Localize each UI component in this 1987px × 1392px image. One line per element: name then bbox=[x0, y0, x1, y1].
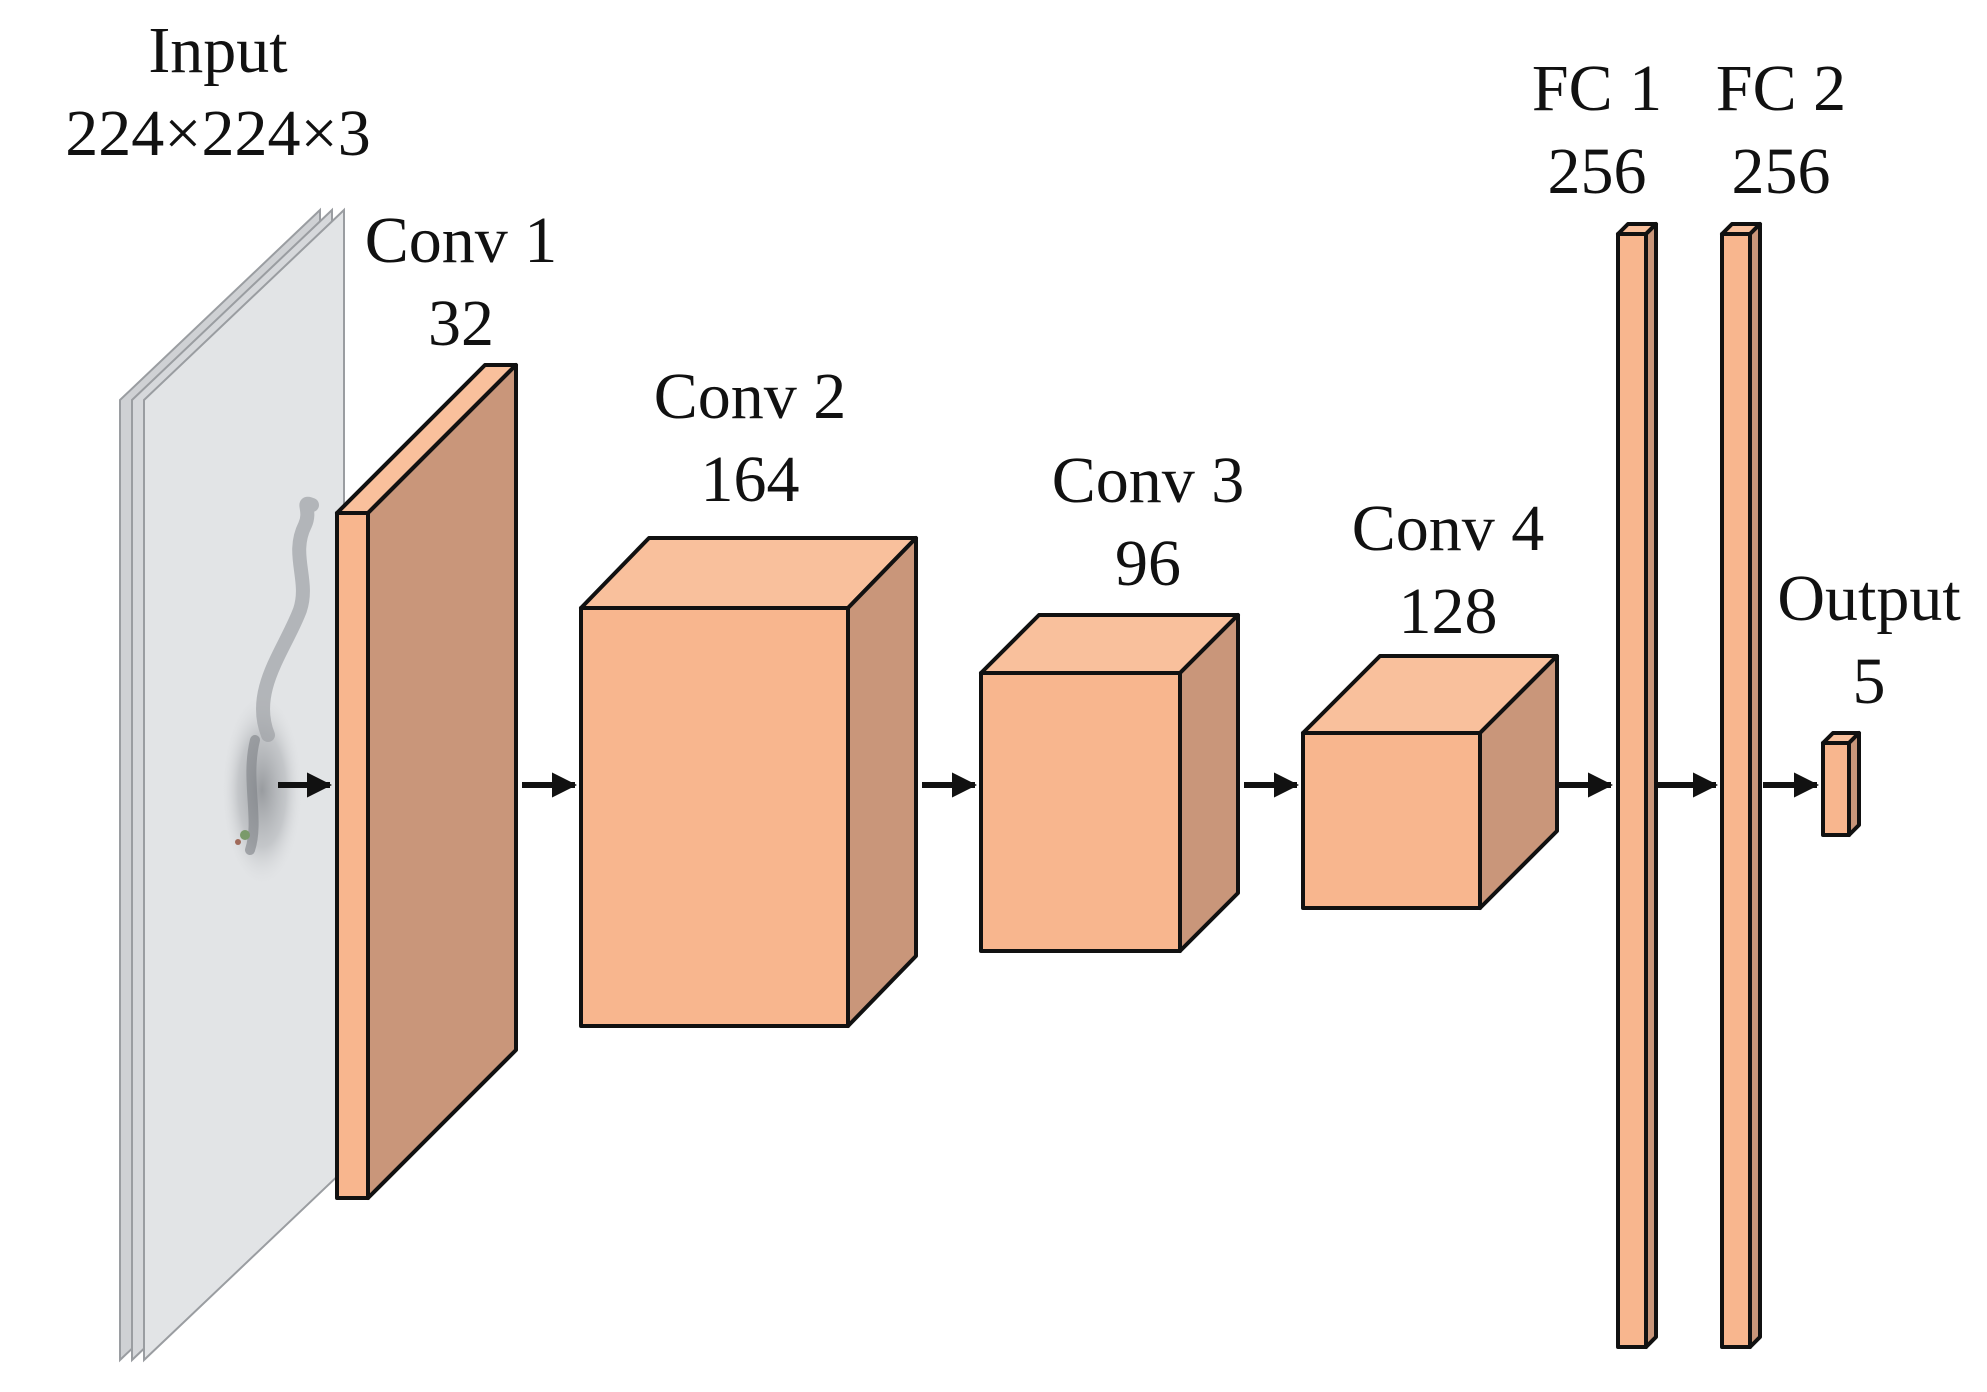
fc2-size-label: 256 bbox=[1732, 135, 1831, 208]
conv1-block bbox=[335, 363, 518, 1200]
conv3-size-label: 96 bbox=[1115, 527, 1181, 600]
fc2-block bbox=[1720, 222, 1762, 1349]
fc1-size-label: 256 bbox=[1548, 135, 1647, 208]
layer-blocks bbox=[335, 222, 1861, 1349]
conv4-size-label: 128 bbox=[1399, 575, 1498, 648]
conv2-side-face bbox=[846, 536, 918, 1028]
conv2-size-label: 164 bbox=[701, 443, 800, 516]
input-label: Input bbox=[148, 14, 287, 87]
fc2-label: FC 2 bbox=[1716, 52, 1846, 125]
layer-labels: Input 224×224×3 Conv 1 32 Conv 2 164 Con… bbox=[65, 14, 1960, 718]
output-size-label: 5 bbox=[1853, 645, 1886, 718]
input-image-content bbox=[222, 496, 319, 885]
fc2-front-face bbox=[1720, 232, 1752, 1349]
fc1-label: FC 1 bbox=[1532, 52, 1662, 125]
conv3-label: Conv 3 bbox=[1052, 444, 1245, 517]
output-front-face bbox=[1821, 741, 1851, 837]
conv4-front-face bbox=[1301, 731, 1482, 910]
conv3-block bbox=[979, 613, 1240, 953]
output-block bbox=[1821, 731, 1861, 837]
conv1-front-face bbox=[335, 511, 370, 1200]
input-dims-label: 224×224×3 bbox=[65, 97, 370, 170]
input-image-stack bbox=[119, 207, 345, 1363]
conv3-side-face bbox=[1178, 613, 1240, 953]
conv4-block bbox=[1301, 654, 1559, 910]
fc1-front-face bbox=[1616, 232, 1648, 1349]
conv2-label: Conv 2 bbox=[654, 360, 847, 433]
conv1-label: Conv 1 bbox=[365, 204, 558, 277]
conv1-size-label: 32 bbox=[428, 287, 494, 360]
conv2-block bbox=[579, 536, 918, 1028]
conv4-label: Conv 4 bbox=[1352, 492, 1545, 565]
conv3-front-face bbox=[979, 671, 1182, 953]
conv1-side-face bbox=[366, 363, 518, 1200]
output-label: Output bbox=[1777, 562, 1960, 635]
conv2-front-face bbox=[579, 606, 850, 1028]
fc1-block bbox=[1616, 222, 1658, 1349]
